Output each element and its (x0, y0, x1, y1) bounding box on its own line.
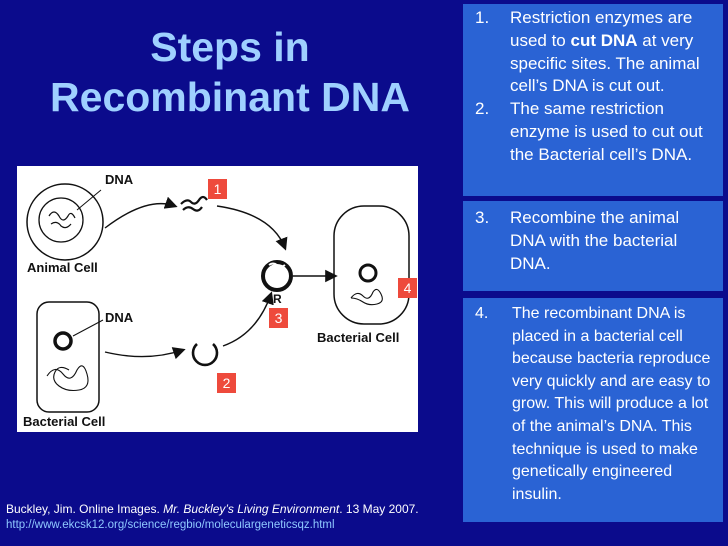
step-2-number: 2. (475, 99, 490, 119)
recombinant-plasmid (261, 260, 293, 292)
title-line-1: Steps in (150, 24, 310, 70)
opened-plasmid (191, 343, 219, 367)
cut-dna-fragment (180, 195, 208, 212)
recombinant-dna-diagram: DNA Animal Cell DNA Bacterial Cell Bacte… (17, 166, 418, 432)
step-badge-2: 2 (217, 373, 236, 393)
diagram-drawing (26, 183, 410, 413)
step-1-text-a: Restriction enzymes are used to (510, 8, 693, 50)
citation-date: . 13 May 2007. (339, 502, 419, 516)
step-3-box: 3. Recombine the animal DNA with the bac… (463, 201, 723, 291)
steps-1-2-box: 1. Restriction enzymes are used to cut D… (463, 4, 723, 196)
step-1-number: 1. (475, 8, 490, 27)
step-2: 2. The same restriction enzyme is used t… (475, 98, 715, 166)
step-1-text: Restriction enzymes are used to cut DNA … (510, 7, 715, 98)
label-bacterial-cell-left: Bacterial Cell (23, 414, 106, 429)
arrow-cut-dna (104, 196, 178, 229)
bacterial-dna-tangle-right (350, 288, 383, 306)
citation-author: Buckley, Jim. Online Images. (6, 502, 164, 516)
label-bacterial-cell-right: Bacterial Cell (317, 330, 400, 345)
bacterial-cell-left (36, 301, 104, 413)
step-badge-3: 3 (269, 308, 288, 328)
slide-title: Steps in Recombinant DNA (10, 22, 450, 122)
step-3-text: Recombine the animal DNA with the bacter… (510, 208, 680, 273)
step-4: 4. The recombinant DNA is placed in a ba… (475, 303, 715, 506)
animal-cell (26, 183, 104, 261)
bacterial-plasmid (53, 331, 73, 351)
step-badge-4: 4 (398, 278, 417, 298)
step-3-number: 3. (475, 208, 490, 227)
arrow-to-recombinant (216, 205, 288, 251)
step-2-text: The same restriction enzyme is used to c… (510, 99, 703, 164)
dna-leader-bottom (72, 319, 104, 337)
step-1-bold: cut DNA (570, 30, 638, 50)
step-badge-1: 1 (208, 179, 227, 199)
arrow-join-plasmid (222, 291, 274, 347)
title-line-2: Recombinant DNA (50, 74, 410, 120)
step-1: 1. Restriction enzymes are used to cut D… (475, 7, 715, 98)
citation-url-link[interactable]: http://www.ekcsk12.org/science/regbio/mo… (6, 519, 335, 531)
bacterial-cell-right (333, 205, 410, 325)
bacterial-dna-tangle-left (46, 365, 89, 392)
step-4-text: The recombinant DNA is placed in a bacte… (512, 305, 711, 503)
step-4-box: 4. The recombinant DNA is placed in a ba… (463, 298, 723, 522)
animal-dna-squiggle (48, 211, 76, 229)
step-3: 3. Recombine the animal DNA with the bac… (475, 207, 715, 275)
citation: Buckley, Jim. Online Images. Mr. Buckley… (6, 501, 419, 533)
arrow-open-plasmid (104, 347, 186, 360)
dna-leader-top (76, 189, 102, 211)
label-animal-cell: Animal Cell (27, 260, 98, 275)
step-1-text-b: at very specific sites. The animal cell’… (510, 30, 700, 96)
citation-work: Mr. Buckley’s Living Environment (163, 502, 340, 516)
label-plasmid-marker: R (273, 292, 282, 306)
label-dna-top: DNA (105, 172, 134, 187)
citation-reference: Buckley, Jim. Online Images. Mr. Buckley… (6, 501, 419, 517)
step-4-number: 4. (475, 305, 489, 322)
label-dna-bottom: DNA (105, 310, 134, 325)
